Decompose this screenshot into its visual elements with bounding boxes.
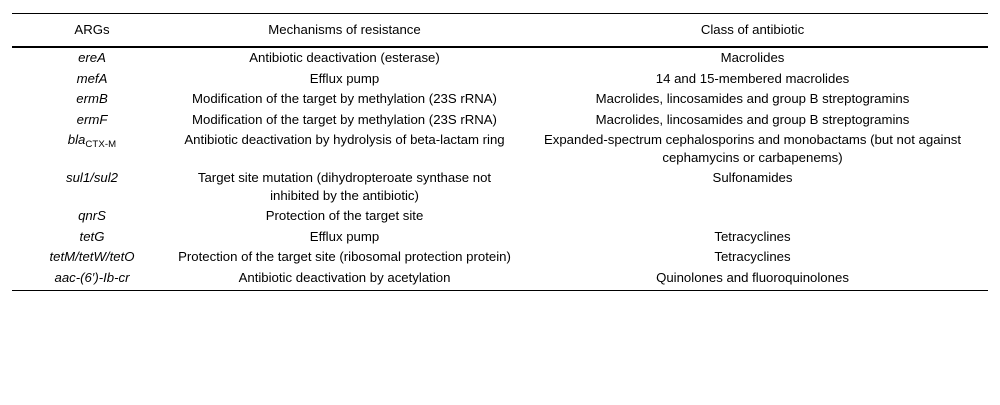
table-row: tetG Efflux pump Tetracyclines: [12, 226, 988, 247]
cell-arg: tetM/tetW/tetO: [12, 247, 172, 268]
mechanism-text: Efflux pump: [309, 228, 380, 244]
cell-antibiotic-class: [517, 206, 988, 227]
cell-mechanism: Modification of the target by methylatio…: [172, 89, 517, 110]
table-body: ereA Antibiotic deactivation (esterase) Ma…: [12, 47, 988, 291]
cell-mechanism: Efflux pump: [172, 68, 517, 89]
gene-name: qnrS: [78, 208, 106, 223]
cell-arg: qnrS: [12, 206, 172, 227]
mechanism-text: Antibiotic deactivation (esterase): [249, 50, 440, 65]
cell-arg: aac-(6′)-Ib-cr: [12, 267, 172, 291]
antibiotic-class-text: Quinolones and fluoroquinolones: [656, 269, 849, 285]
gene-name: ermF: [76, 111, 108, 127]
cell-mechanism: Antibiotic deactivation by acetylation: [172, 267, 517, 291]
gene-name: sul1/sul2: [65, 170, 119, 185]
column-header-args: ARGs: [12, 13, 172, 48]
cell-mechanism: Target site mutation (dihydropteroate sy…: [172, 168, 517, 206]
mechanism-text: Efflux pump: [309, 70, 380, 86]
table-row: qnrS Protection of the target site: [12, 206, 988, 227]
table-row: aac-(6′)-Ib-cr Antibiotic deactivation by…: [12, 267, 988, 291]
gene-name: ermB: [76, 91, 108, 106]
antibiotic-class-text: Macrolides, lincosamides and group B str…: [595, 111, 910, 127]
gene-name: tetM/tetW/tetO: [49, 249, 135, 264]
gene-name: ereA: [78, 50, 106, 65]
cell-antibiotic-class: Quinolones and fluoroquinolones: [517, 267, 988, 291]
cell-antibiotic-class: Expanded-spectrum cephalosporins and mon…: [517, 130, 988, 168]
antibiotic-class-text: Sulfonamides: [712, 170, 793, 185]
antibiotic-class-text: Tetracyclines: [714, 249, 791, 264]
cell-antibiotic-class: Macrolides, lincosamides and group B str…: [517, 89, 988, 110]
gene-name: tetG: [79, 228, 105, 244]
args-resistance-table: ARGs Mechanisms of resistance Class of a…: [12, 13, 988, 291]
cell-arg: blaCTX-M: [12, 130, 172, 168]
cell-arg: sul1/sul2: [12, 168, 172, 206]
table-row: blaCTX-M Antibiotic deactivation by hydro…: [12, 130, 988, 168]
cell-mechanism: Antibiotic deactivation (esterase): [172, 47, 517, 69]
gene-name-subscript: CTX-M: [85, 139, 117, 150]
cell-antibiotic-class: Sulfonamides: [517, 168, 988, 206]
cell-arg: ereA: [12, 47, 172, 69]
gene-name: blaCTX-M: [67, 132, 117, 150]
header-row: ARGs Mechanisms of resistance Class of a…: [12, 13, 988, 48]
table-row: ermF Modification of the target by methyl…: [12, 109, 988, 130]
cell-mechanism: Protection of the target site (ribosomal…: [172, 247, 517, 268]
table-row: mefA Efflux pump 14 and 15-membered macrol…: [12, 68, 988, 89]
cell-mechanism: Efflux pump: [172, 226, 517, 247]
gene-name: aac-(6′)-Ib-cr: [54, 269, 130, 285]
antibiotic-class-text: Tetracyclines: [714, 228, 791, 244]
cell-mechanism: Antibiotic deactivation by hydrolysis of…: [172, 130, 517, 168]
antibiotic-class-text: Expanded-spectrum cephalosporins and mon…: [543, 132, 962, 165]
cell-antibiotic-class: Tetracyclines: [517, 247, 988, 268]
mechanism-text: Protection of the target site (ribosomal…: [178, 249, 511, 264]
table-row: ermB Modification of the target by methyl…: [12, 89, 988, 110]
cell-mechanism: Modification of the target by methylatio…: [172, 109, 517, 130]
cell-arg: tetG: [12, 226, 172, 247]
mechanism-text: Modification of the target by methylatio…: [192, 91, 497, 106]
mechanism-text: Antibiotic deactivation by acetylation: [238, 269, 451, 285]
cell-antibiotic-class: Macrolides, lincosamides and group B str…: [517, 109, 988, 130]
mechanism-text: Antibiotic deactivation by hydrolysis of…: [184, 132, 505, 147]
table-row: tetM/tetW/tetO Protection of the target s…: [12, 247, 988, 268]
table-row: ereA Antibiotic deactivation (esterase) Ma…: [12, 47, 988, 69]
column-header-mechanisms: Mechanisms of resistance: [172, 13, 517, 48]
cell-mechanism: Protection of the target site: [172, 206, 517, 227]
cell-antibiotic-class: Tetracyclines: [517, 226, 988, 247]
mechanism-text: Protection of the target site: [265, 208, 424, 223]
cell-arg: ermF: [12, 109, 172, 130]
mechanism-text: Modification of the target by methylatio…: [192, 111, 497, 127]
antibiotic-class-text: Macrolides: [720, 50, 785, 65]
table-header: ARGs Mechanisms of resistance Class of a…: [12, 13, 988, 48]
cell-arg: mefA: [12, 68, 172, 89]
cell-antibiotic-class: Macrolides: [517, 47, 988, 69]
gene-name: mefA: [76, 70, 108, 86]
antibiotic-class-text: Macrolides, lincosamides and group B str…: [595, 91, 910, 106]
column-header-class: Class of antibiotic: [517, 13, 988, 48]
cell-antibiotic-class: 14 and 15-membered macrolides: [517, 68, 988, 89]
antibiotic-class-text: 14 and 15-membered macrolides: [655, 70, 850, 86]
mechanism-text: Target site mutation (dihydropteroate sy…: [197, 170, 492, 203]
cell-arg: ermB: [12, 89, 172, 110]
table-row: sul1/sul2 Target site mutation (dihydropt…: [12, 168, 988, 206]
